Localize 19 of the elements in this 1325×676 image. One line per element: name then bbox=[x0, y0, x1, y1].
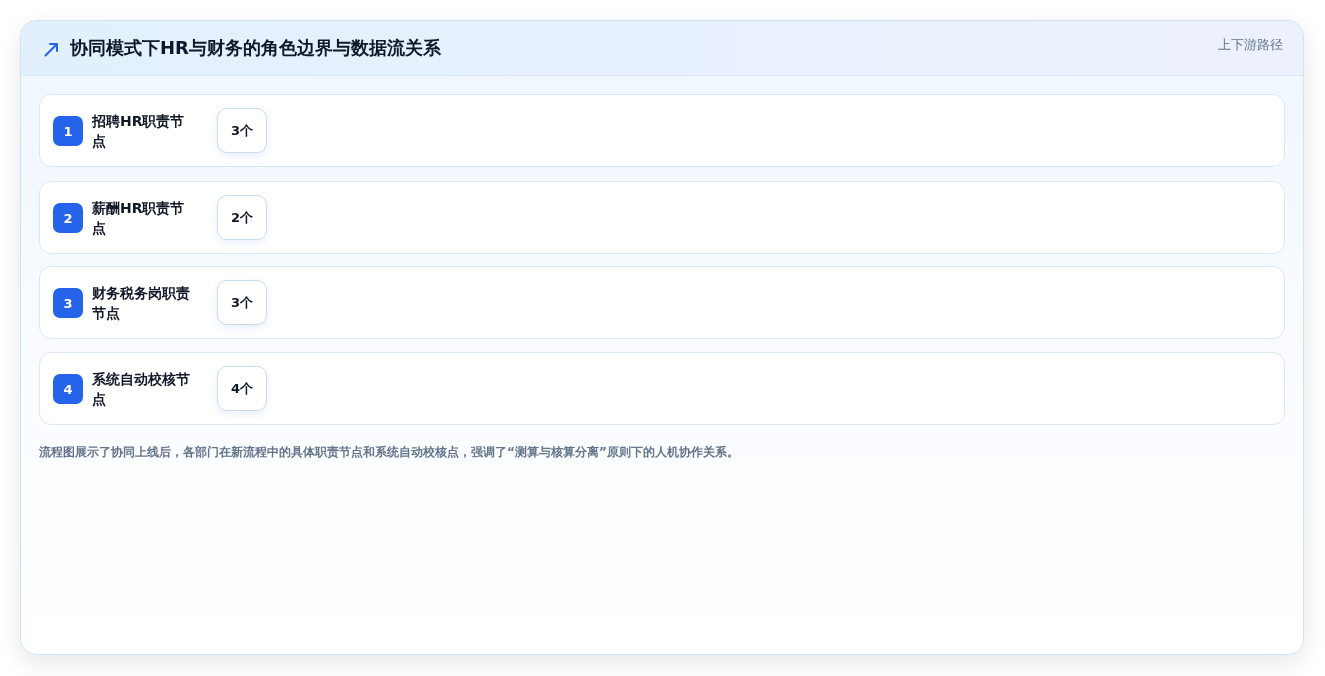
count-badge: 2个 bbox=[217, 195, 267, 240]
row-card bbox=[39, 94, 1285, 167]
row-title: 财务税务岗职责节点 bbox=[92, 283, 191, 323]
row-card bbox=[39, 266, 1285, 339]
row-title: 薪酬HR职责节点 bbox=[92, 198, 186, 238]
count-badge: 3个 bbox=[217, 280, 267, 325]
step-number-badge: 4 bbox=[53, 374, 83, 404]
step-number-badge: 2 bbox=[53, 203, 83, 233]
caption-text: 流程图展示了协同上线后，各部门在新流程中的具体职责节点和系统自动校核点，强调了“测算与核算分离”原则下的人机协作关系。 bbox=[39, 444, 739, 461]
row-title: 系统自动校核节点 bbox=[92, 369, 191, 409]
count-badge: 4个 bbox=[217, 366, 267, 411]
count-badge: 3个 bbox=[217, 108, 267, 153]
step-number-badge: 3 bbox=[53, 288, 83, 318]
diagram-title: 协同模式下HR与财务的角色边界与数据流关系 bbox=[70, 36, 441, 60]
section-label: 上下游路径 bbox=[1218, 36, 1283, 54]
row-card bbox=[39, 352, 1285, 425]
row-card bbox=[39, 181, 1285, 254]
row-title: 招聘HR职责节点 bbox=[92, 111, 186, 151]
step-number-badge: 1 bbox=[53, 116, 83, 146]
